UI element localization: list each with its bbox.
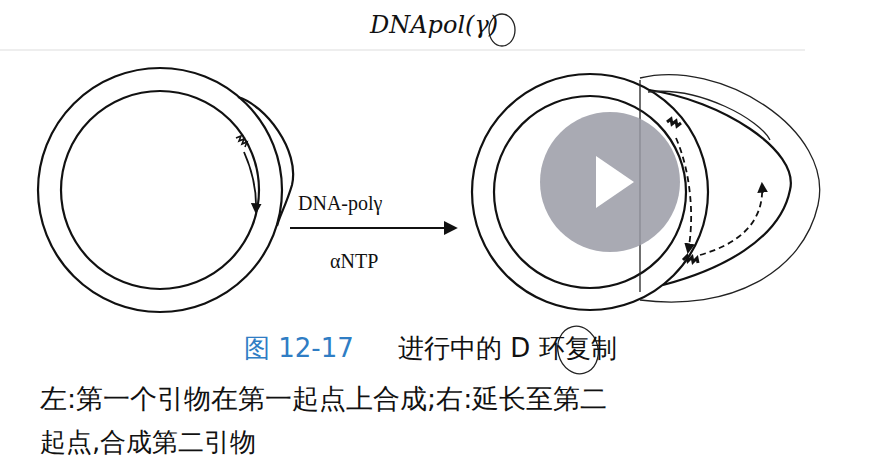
right-plasmid — [472, 74, 791, 310]
figure-number: 图 12-17 — [244, 334, 354, 363]
reaction-arrow — [290, 227, 455, 229]
play-button — [540, 112, 680, 252]
handwritten-note: DNApol(γ) — [370, 12, 498, 38]
substrate-label: αNTP — [330, 250, 378, 272]
enzyme-label: DNA-polγ — [298, 192, 382, 214]
page-rule — [0, 50, 805, 51]
left-plasmid — [38, 68, 293, 312]
caption-line: 起点,合成第二引物 — [40, 428, 256, 457]
handwritten-marks — [489, 14, 820, 378]
figure-title: 进行中的 D 环复制 — [398, 334, 617, 363]
caption-line: 左:第一个引物在第一起点上合成;右:延长至第二 — [40, 384, 607, 414]
